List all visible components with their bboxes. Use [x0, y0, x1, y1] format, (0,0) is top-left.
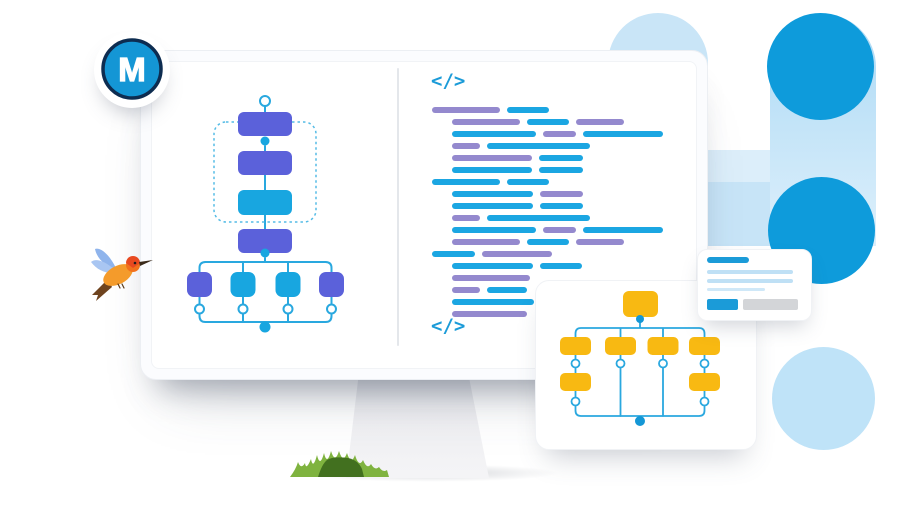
code-close-tag: </> [431, 315, 466, 337]
code-token [452, 203, 533, 209]
flow-diagram-card [560, 291, 720, 426]
hummingbird-icon [91, 248, 153, 301]
mini-card-button-primary [707, 299, 738, 310]
code-token [540, 263, 582, 269]
code-line [432, 104, 672, 116]
flow-node-yellow [689, 373, 720, 391]
logo-monogram: M [118, 51, 146, 88]
mulesoft-logo-badge: M [94, 32, 170, 108]
code-token [527, 239, 569, 245]
mini-card-title-bar [707, 257, 749, 263]
flow-node-yellow [647, 337, 679, 355]
decor-band-overlap [706, 182, 772, 246]
flow-node-yellow [560, 373, 591, 391]
decor-circle-bottom [772, 347, 875, 450]
flow-node-yellow [605, 337, 636, 355]
flow-card-junction-dots [635, 315, 645, 426]
mini-card [697, 249, 812, 321]
code-open-tag: </> [431, 70, 466, 92]
code-token [539, 167, 583, 173]
code-token [576, 119, 624, 125]
code-token [452, 239, 520, 245]
code-line [432, 188, 672, 200]
code-line [432, 152, 672, 164]
decor-circle-top [767, 13, 874, 120]
code-line [432, 296, 672, 308]
code-line [432, 284, 672, 296]
grass-icon [290, 451, 389, 477]
code-token [432, 251, 475, 257]
code-line [432, 260, 672, 272]
code-token [583, 227, 663, 233]
code-token [452, 215, 480, 221]
code-token [482, 251, 552, 257]
flow-card-connectors [570, 321, 710, 417]
code-line [432, 176, 672, 188]
code-line [432, 272, 672, 284]
code-token [487, 287, 527, 293]
code-token [452, 299, 534, 305]
code-token [540, 191, 583, 197]
mini-card-text-line [707, 288, 765, 291]
code-token [507, 179, 549, 185]
code-token [452, 131, 536, 137]
code-token [487, 143, 590, 149]
code-token [543, 227, 576, 233]
flow-port-circle [699, 396, 710, 407]
code-token [452, 287, 480, 293]
monitor-stand [346, 374, 490, 478]
mini-card-text-line [707, 279, 793, 283]
code-token [527, 119, 569, 125]
code-lines [432, 104, 672, 320]
code-line [432, 140, 672, 152]
code-token [487, 215, 590, 221]
flow-port-circle [570, 358, 581, 369]
code-token [452, 227, 536, 233]
code-line [432, 236, 672, 248]
mini-card-button-secondary [743, 299, 798, 310]
code-line [432, 212, 672, 224]
code-line [432, 224, 672, 236]
flow-port-circle [699, 358, 710, 369]
code-line [432, 248, 672, 260]
flow-node-yellow [623, 291, 658, 317]
logo-circle [101, 38, 163, 100]
code-token [432, 179, 500, 185]
code-token [452, 311, 527, 317]
flow-port-circle [570, 396, 581, 407]
code-token [452, 275, 530, 281]
code-line [432, 164, 672, 176]
code-line [432, 308, 672, 320]
code-token [507, 107, 549, 113]
mulesoft-logo-icon: M [101, 38, 163, 100]
code-token [452, 263, 533, 269]
flow-port-circle [658, 358, 668, 369]
code-token [576, 239, 624, 245]
code-token [583, 131, 663, 137]
code-token [452, 119, 520, 125]
code-token [452, 143, 480, 149]
code-line [432, 128, 672, 140]
code-line [432, 116, 672, 128]
code-token [540, 203, 583, 209]
flow-port-circle [615, 358, 626, 369]
screen-divider [397, 68, 399, 346]
code-token [539, 155, 583, 161]
code-token [432, 107, 500, 113]
code-token [452, 167, 532, 173]
code-token [543, 131, 576, 137]
code-line [432, 200, 672, 212]
flow-node-yellow [689, 337, 720, 355]
code-token [452, 155, 532, 161]
flow-node-yellow [560, 337, 591, 355]
code-token [452, 191, 533, 197]
mini-card-text-line [707, 270, 793, 274]
